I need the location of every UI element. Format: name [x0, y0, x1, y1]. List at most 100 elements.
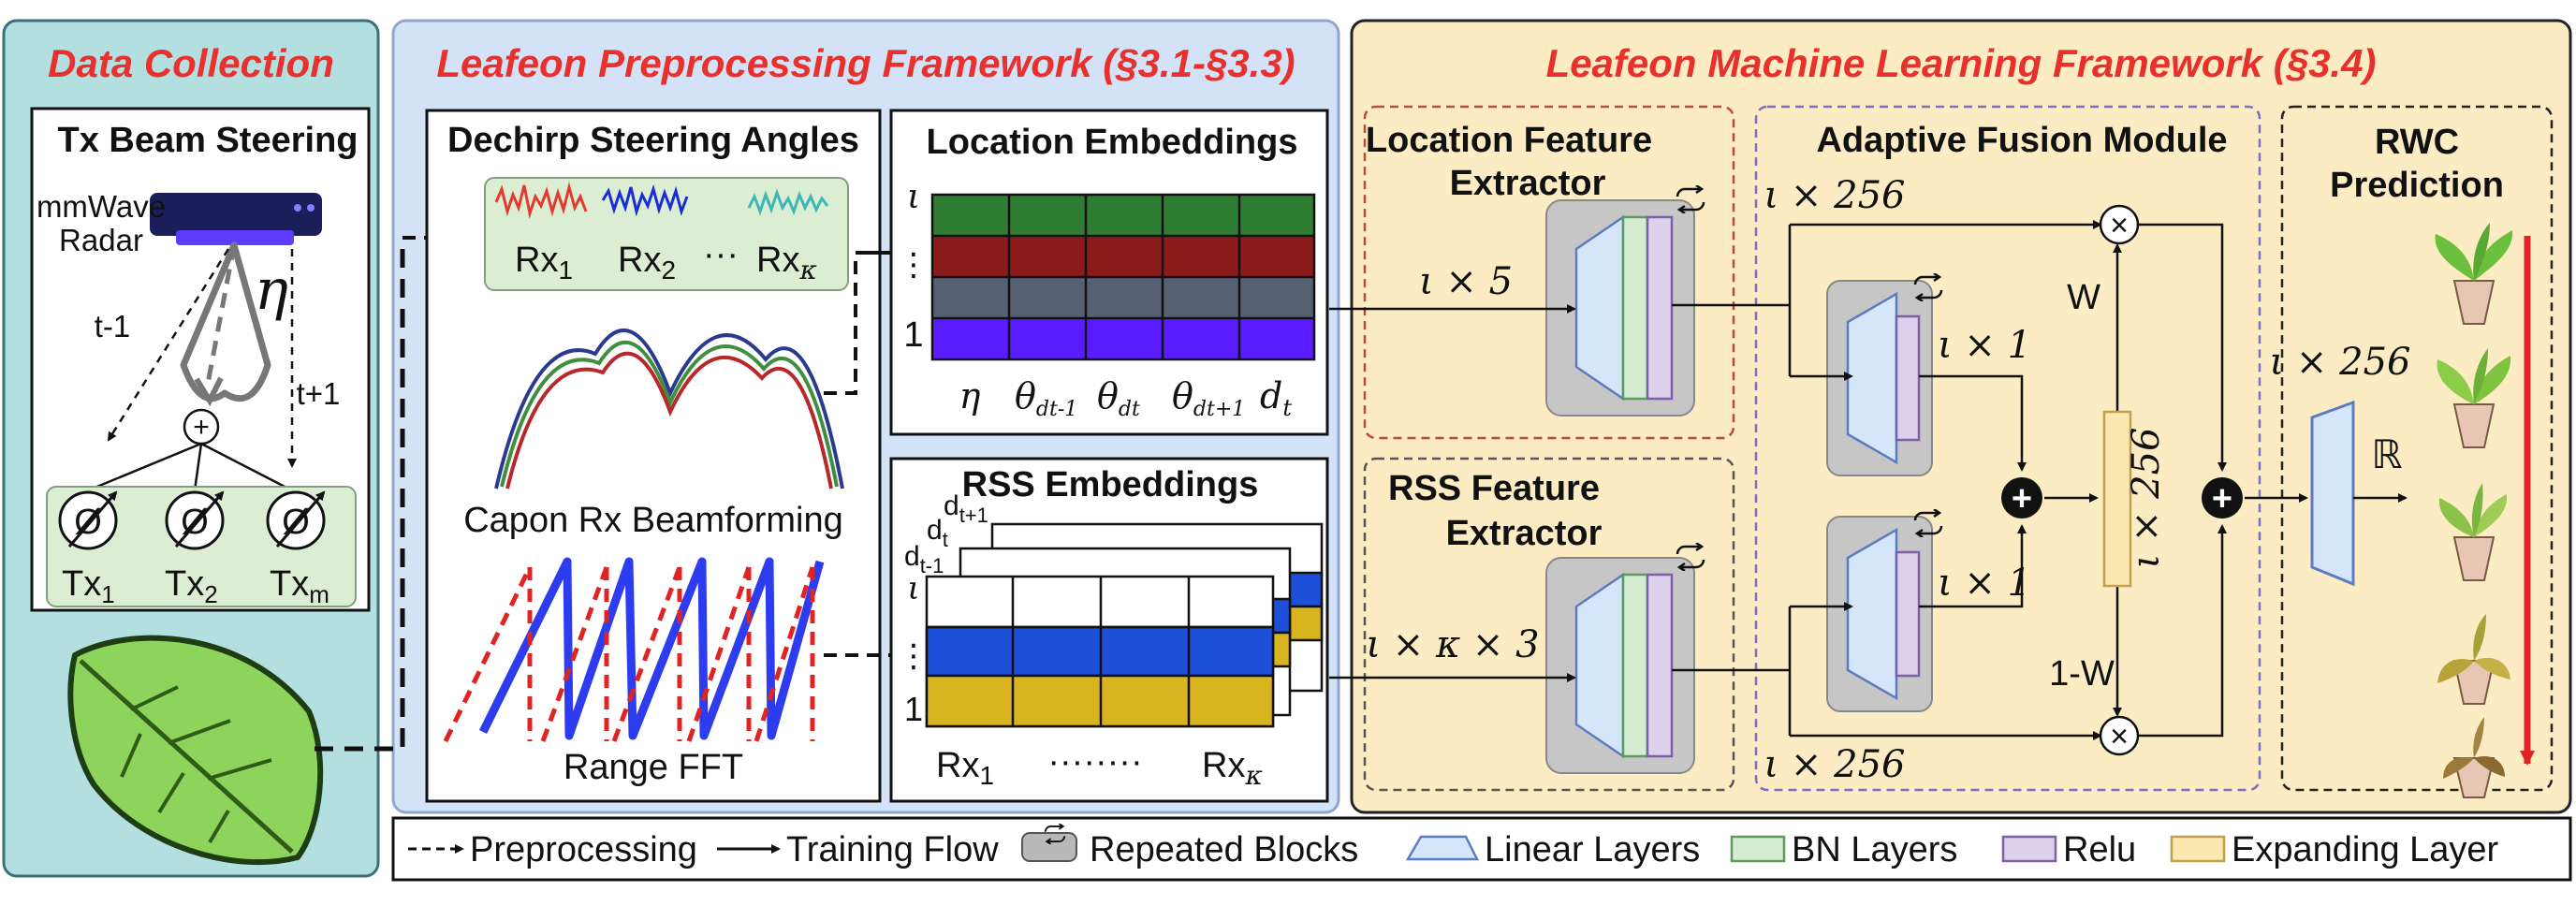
- sum-plus: +: [193, 412, 210, 443]
- fusion-sum-node: [2202, 477, 2243, 519]
- rss-embedding-stack: [925, 522, 1324, 728]
- plant-dry-icon: [2443, 717, 2505, 798]
- gate-block-bottom: [1826, 516, 1933, 712]
- legend-preprocessing-label: Preprocessing: [470, 830, 697, 869]
- location-input-dim: ι × 5: [1419, 260, 1513, 303]
- plant-fair-icon: [2438, 483, 2508, 581]
- gate-block-top: [1826, 280, 1933, 476]
- legend-relu-swatch: [2001, 835, 2057, 863]
- legend-relu-label: Relu: [2063, 830, 2136, 869]
- legend-bn-label: BN Layers: [1792, 830, 1957, 869]
- gate-top-dim: ι × 1: [1938, 324, 2031, 367]
- rss-dots: ········: [1047, 742, 1142, 782]
- svg-text:Ø: Ø: [282, 503, 310, 542]
- rx1-label: Rx1: [515, 241, 573, 285]
- capon-label: Capon Rx Beamforming: [463, 501, 843, 540]
- reals-symbol: ℝ: [2371, 432, 2402, 476]
- beam-lobe: [180, 241, 271, 407]
- plant-good-icon: [2437, 348, 2511, 448]
- rss-extractor-title-1: RSS Feature: [1388, 469, 1600, 508]
- rss-extractor-box: [1363, 457, 1735, 792]
- radar-label-1: mmWave: [37, 189, 166, 224]
- location-embedding-grid: [930, 193, 1316, 361]
- legend-expanding-swatch: [2170, 835, 2226, 863]
- rxk-label: Rxκ: [756, 241, 817, 285]
- t-minus-arrow: [107, 248, 230, 442]
- phase-shifter-1: Ø: [58, 490, 118, 550]
- rwc-prediction-box: [2280, 105, 2554, 792]
- eta-symbol: η: [255, 257, 288, 323]
- loc-col-theta-next: θdt+1: [1172, 375, 1245, 421]
- location-embeddings-title: Location Embeddings: [927, 123, 1298, 162]
- rss-row-bottom-label: 1: [904, 690, 923, 728]
- expanding-layer: [2102, 410, 2132, 588]
- rss-extractor-title-2: Extractor: [1446, 514, 1603, 553]
- multiply-top-symbol: ×: [2110, 208, 2129, 243]
- rx1-waveform: [494, 182, 588, 219]
- loc-row-dots: ⋮: [898, 247, 929, 283]
- svg-text:Ø: Ø: [74, 503, 102, 542]
- fusion-sum-plus: +: [2212, 479, 2232, 519]
- loc-col-theta-prev: θdt-1: [1015, 375, 1077, 421]
- fusion-wiring: [1672, 220, 2308, 740]
- legend-repeated-label: Repeated Blocks: [1090, 830, 1358, 869]
- rxk-waveform: [747, 188, 829, 216]
- rss-rxk-label: Rxκ: [1202, 746, 1263, 791]
- rwc-title-2: Prediction: [2330, 166, 2504, 205]
- feed-line-2: [193, 443, 203, 491]
- loc-row-bottom-label: 1: [903, 315, 923, 355]
- plant-wilting-icon: [2437, 614, 2510, 705]
- multiply-node-top: [2099, 204, 2140, 245]
- rss-input-dim: ι × κ × 3: [1366, 623, 1539, 666]
- svg-text:Ø: Ø: [181, 503, 209, 542]
- rss-extractor-block: [1545, 557, 1695, 774]
- loc-col-eta: η: [959, 375, 981, 416]
- t-minus-label: t-1: [95, 309, 131, 343]
- rss-row-top-label: ι: [907, 570, 919, 607]
- fusion-module-box: [1754, 105, 2261, 792]
- dechirp-title: Dechirp Steering Angles: [447, 121, 859, 160]
- feed-line-1: [87, 442, 202, 492]
- location-extractor-title-1: Location Feature: [1366, 121, 1652, 160]
- rx2-waveform: [601, 183, 689, 217]
- rss-embeddings-title: RSS Embeddings: [962, 465, 1259, 504]
- radar-label-2: Radar: [59, 223, 143, 257]
- rwc-linear-layer: [2310, 400, 2355, 587]
- legend-linear-label: Linear Layers: [1485, 830, 1700, 869]
- one-minus-w-label: 1-W: [2049, 654, 2115, 694]
- rss-row-dots: ⋮: [898, 638, 929, 674]
- feed-line-3: [200, 442, 293, 492]
- gate-sum-node: [2001, 477, 2042, 519]
- loc-col-theta: θdt: [1097, 375, 1140, 421]
- rss-d-t: dt: [927, 515, 948, 551]
- legend-training-label: Training Flow: [786, 830, 999, 869]
- rx2-label: Rx2: [618, 241, 676, 285]
- legend-repeated-swatch: [1021, 832, 1077, 862]
- tx-beam-steering-title: Tx Beam Steering: [58, 121, 359, 160]
- leaf-to-pipeline-connector: [315, 238, 405, 752]
- data-collection-title: Data Collection: [48, 41, 334, 85]
- top-branch-dim: ι × 256: [1764, 174, 1906, 217]
- expanding-dim: ι × 256: [2125, 428, 2168, 569]
- ml-title: Leafeon Machine Learning Framework (§3.4…: [1546, 41, 2377, 85]
- preprocessing-title: Leafeon Preprocessing Framework (§3.1-§3…: [436, 41, 1295, 85]
- rss-d-t-plus-1: dt+1: [944, 490, 988, 527]
- plant-healthy-icon: [2435, 223, 2513, 325]
- tx2-label: Tx2: [165, 564, 218, 608]
- location-extractor-block: [1545, 199, 1695, 416]
- loc-col-distance: dt: [1260, 375, 1292, 421]
- bottom-branch-dim: ι × 256: [1764, 743, 1906, 786]
- phase-shifter-3: Ø: [266, 490, 326, 550]
- fusion-module-title: Adaptive Fusion Module: [1816, 121, 2227, 160]
- gate-bottom-dim: ι × 1: [1938, 562, 2031, 605]
- rss-d-t-minus-1: dt-1: [904, 541, 944, 577]
- rwc-title-1: RWC: [2375, 123, 2459, 162]
- capon-beampattern: [494, 328, 844, 490]
- plant-icons: [2435, 223, 2513, 798]
- rss-rx1-label: Rx1: [936, 746, 994, 790]
- rwc-input-dim: ι × 256: [2270, 341, 2411, 384]
- leaf-illustration: [67, 635, 324, 866]
- multiply-node-bottom: [2099, 715, 2140, 756]
- legend-linear-swatch: [1405, 835, 1480, 861]
